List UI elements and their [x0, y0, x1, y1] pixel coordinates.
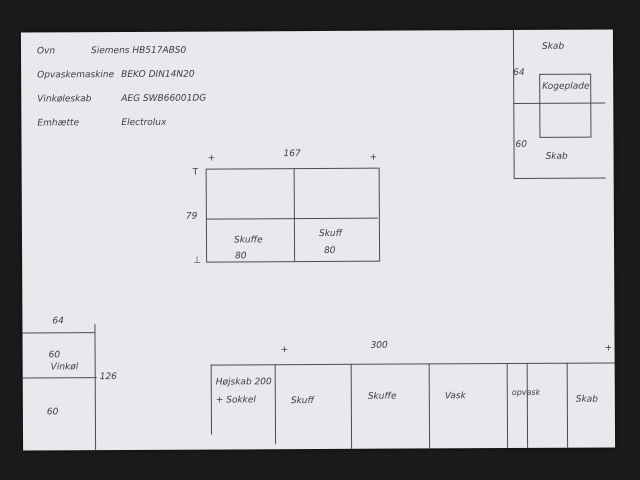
island-left-width: 80	[235, 251, 247, 262]
wall-cabinet-2: Skuffe	[367, 391, 397, 402]
wall-divider-4	[506, 363, 509, 449]
wall-divider-0	[210, 364, 213, 435]
wall-divider-1	[274, 364, 277, 445]
island-left-drawer: Skuffe	[233, 235, 263, 246]
island-right-drawer: Skuff	[318, 228, 343, 239]
wall-top-line	[210, 362, 615, 366]
corner-dim-top: 64	[513, 67, 525, 78]
appliance-label-2: Vinkøleskab	[37, 94, 92, 105]
wine-mid-line	[22, 377, 97, 379]
wall-cabinet-1: Skuff	[290, 396, 314, 407]
wine-right-line	[94, 324, 97, 451]
island-tick-lt: T	[192, 167, 199, 178]
wine-dim-top: 64	[52, 316, 64, 327]
appliance-label-0: Ovn	[36, 46, 56, 57]
wine-top-line	[22, 332, 95, 334]
island-tick-tl: +	[207, 153, 216, 164]
wall-cabinet-4: opvask	[511, 387, 541, 397]
wall-tick-left: +	[280, 345, 289, 356]
corner-bottom-line	[513, 177, 606, 179]
wall-divider-3	[428, 363, 431, 449]
wall-cabinet-5: Skab	[575, 394, 599, 405]
island-tick-tr: +	[369, 152, 378, 163]
wine-upper-label-2: Vinkøl	[50, 362, 79, 373]
wine-lower-label: 60	[46, 407, 59, 418]
island-width: 167	[283, 149, 301, 160]
wall-divider-5	[526, 362, 529, 448]
wine-dim-side: 126	[99, 372, 117, 383]
wall-tick-right: +	[604, 343, 613, 354]
wall-divider-2	[350, 363, 353, 449]
island-right-width: 80	[324, 245, 336, 256]
corner-bottom-label: Skab	[545, 151, 568, 162]
corner-top-label: Skab	[541, 41, 565, 52]
appliance-value-1: BEKO DIN14N20	[121, 69, 195, 81]
appliance-label-1: Opvaskemaskine	[37, 70, 115, 81]
cooktop-label: Kogeplade	[542, 81, 590, 92]
appliance-value-0: Siemens HB517ABS0	[90, 45, 187, 57]
corner-dim-left: 60	[515, 139, 527, 150]
island-tick-lb: ⊥	[193, 255, 201, 266]
wall-cabinet-3: Vask	[444, 391, 466, 402]
appliance-value-3: Electrolux	[121, 117, 167, 129]
appliance-label-3: Emhætte	[37, 118, 80, 129]
paper-sheet: Ovn Siemens HB517ABS0 Opvaskemaskine BEK…	[20, 29, 616, 451]
appliance-value-2: AEG SWB66001DG	[121, 93, 207, 105]
wine-upper-label-1: 60	[48, 350, 61, 361]
island-height: 79	[185, 211, 198, 222]
wall-width: 300	[370, 340, 388, 351]
wall-divider-6	[566, 362, 569, 448]
wall-cabinet-0: Højskab 200 + Sokkel	[215, 377, 272, 406]
